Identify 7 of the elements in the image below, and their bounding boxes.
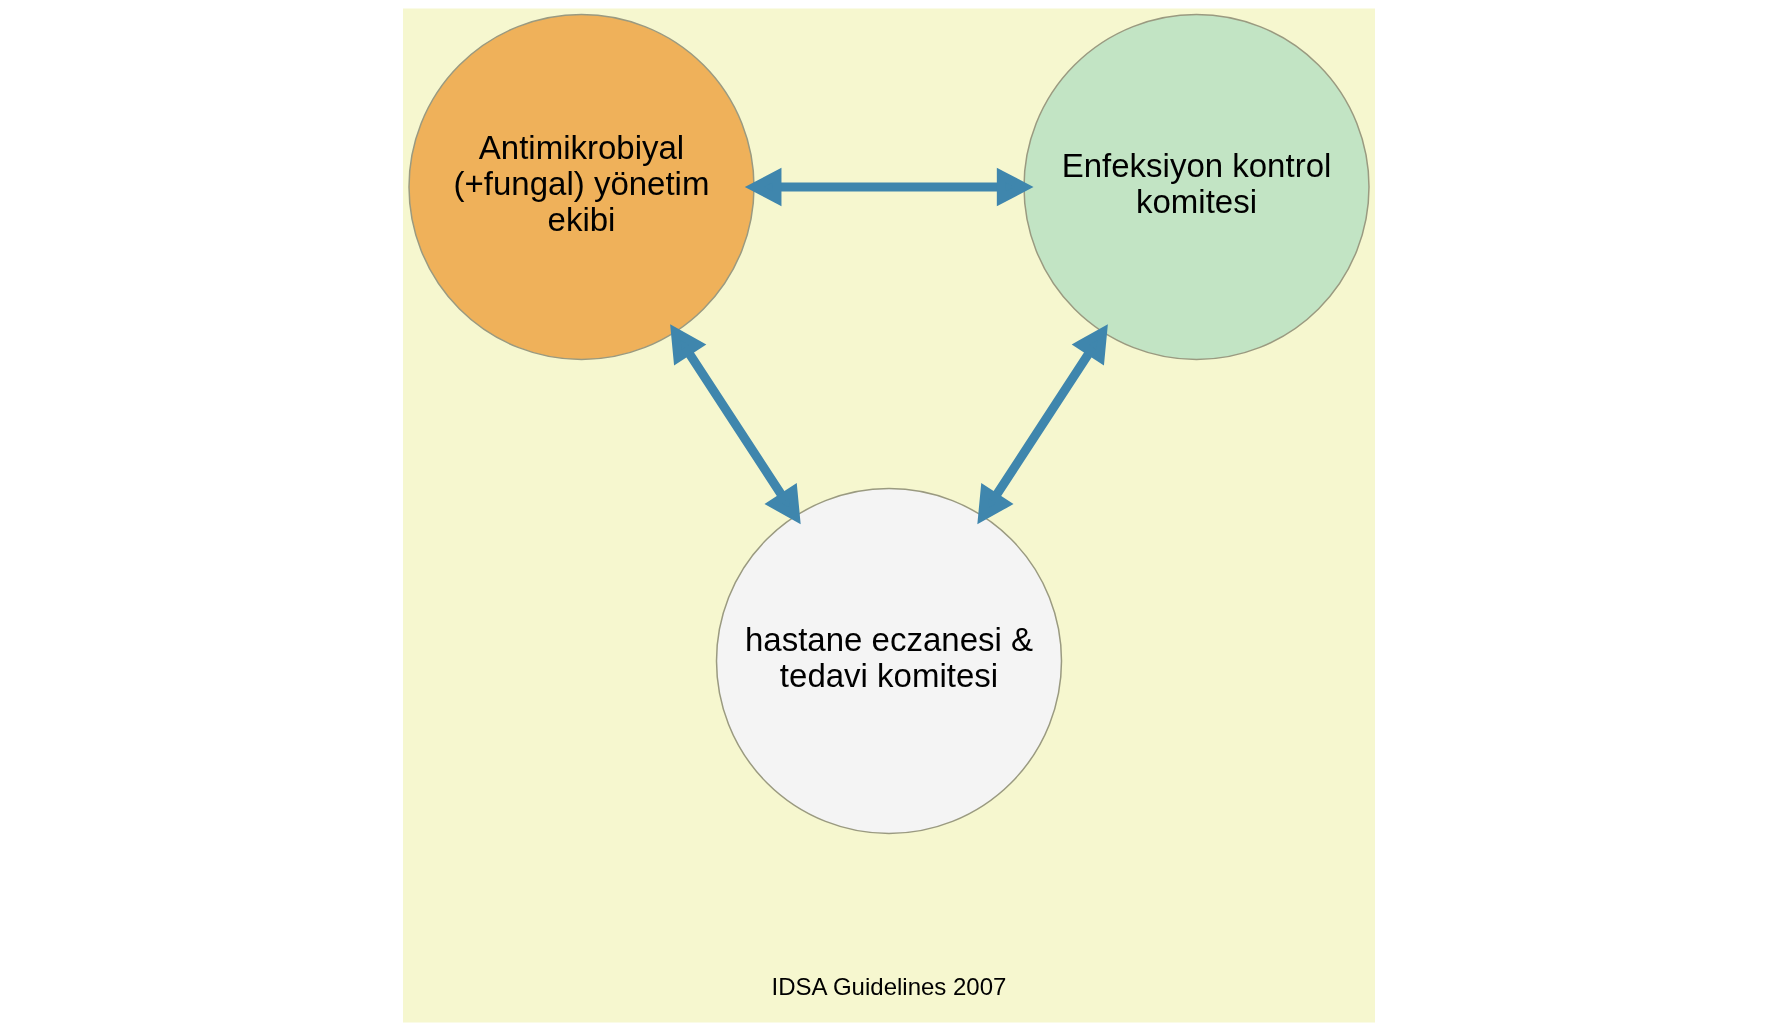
node-circle: Enfeksiyon kontrol komitesi <box>1022 13 1370 361</box>
arrow <box>669 324 801 525</box>
node-circle: hastane eczanesi & tedavi komitesi <box>715 487 1062 835</box>
label: IDSA Guidelines 2007 <box>771 973 1006 1001</box>
arrow <box>976 324 1108 525</box>
node-circle: Antimikrobiyal (+fungal) yönetim ekibi <box>407 13 755 361</box>
arrow <box>744 167 1034 207</box>
